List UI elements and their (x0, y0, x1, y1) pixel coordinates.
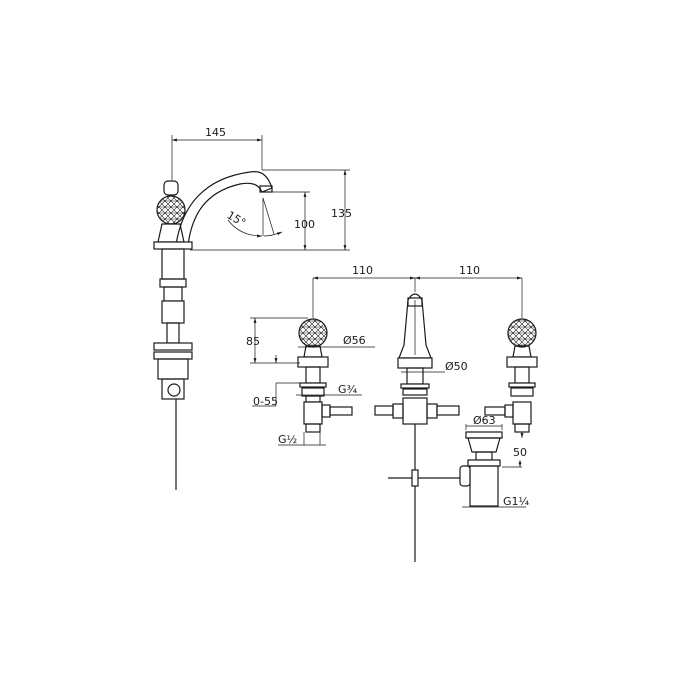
left-valve (297, 318, 353, 433)
dim-swivel-angle: 15° (225, 209, 248, 230)
dim-deck-thickness: 0-55 (253, 395, 278, 408)
dim-inlet-thread: G¾ (338, 383, 358, 396)
dim-outlet-height: 100 (294, 218, 315, 231)
dim-waste-thread: G1¼ (503, 495, 530, 508)
dim-handle-height: 85 (246, 335, 260, 348)
dim-spacing-right: 110 (459, 264, 480, 277)
dim-spacing-left: 110 (352, 264, 373, 277)
pop-up-waste (459, 431, 503, 507)
crystal-handle (156, 195, 186, 225)
side-view-faucet (153, 171, 273, 490)
center-spout (374, 293, 462, 562)
dim-connection-thread: G½ (278, 433, 297, 446)
right-valve (484, 318, 538, 433)
handle-cap (163, 180, 179, 196)
dim-total-height: 135 (331, 207, 352, 220)
side-view-dimensions (171, 135, 350, 251)
dim-waste-diameter: Ø63 (473, 414, 496, 427)
dim-spout-diameter: Ø50 (445, 360, 468, 373)
dim-handle-diameter: Ø56 (343, 334, 366, 347)
dim-waste-height: 50 (513, 446, 527, 459)
front-view-dimensions (250, 276, 526, 508)
dim-spout-reach: 145 (205, 126, 226, 139)
